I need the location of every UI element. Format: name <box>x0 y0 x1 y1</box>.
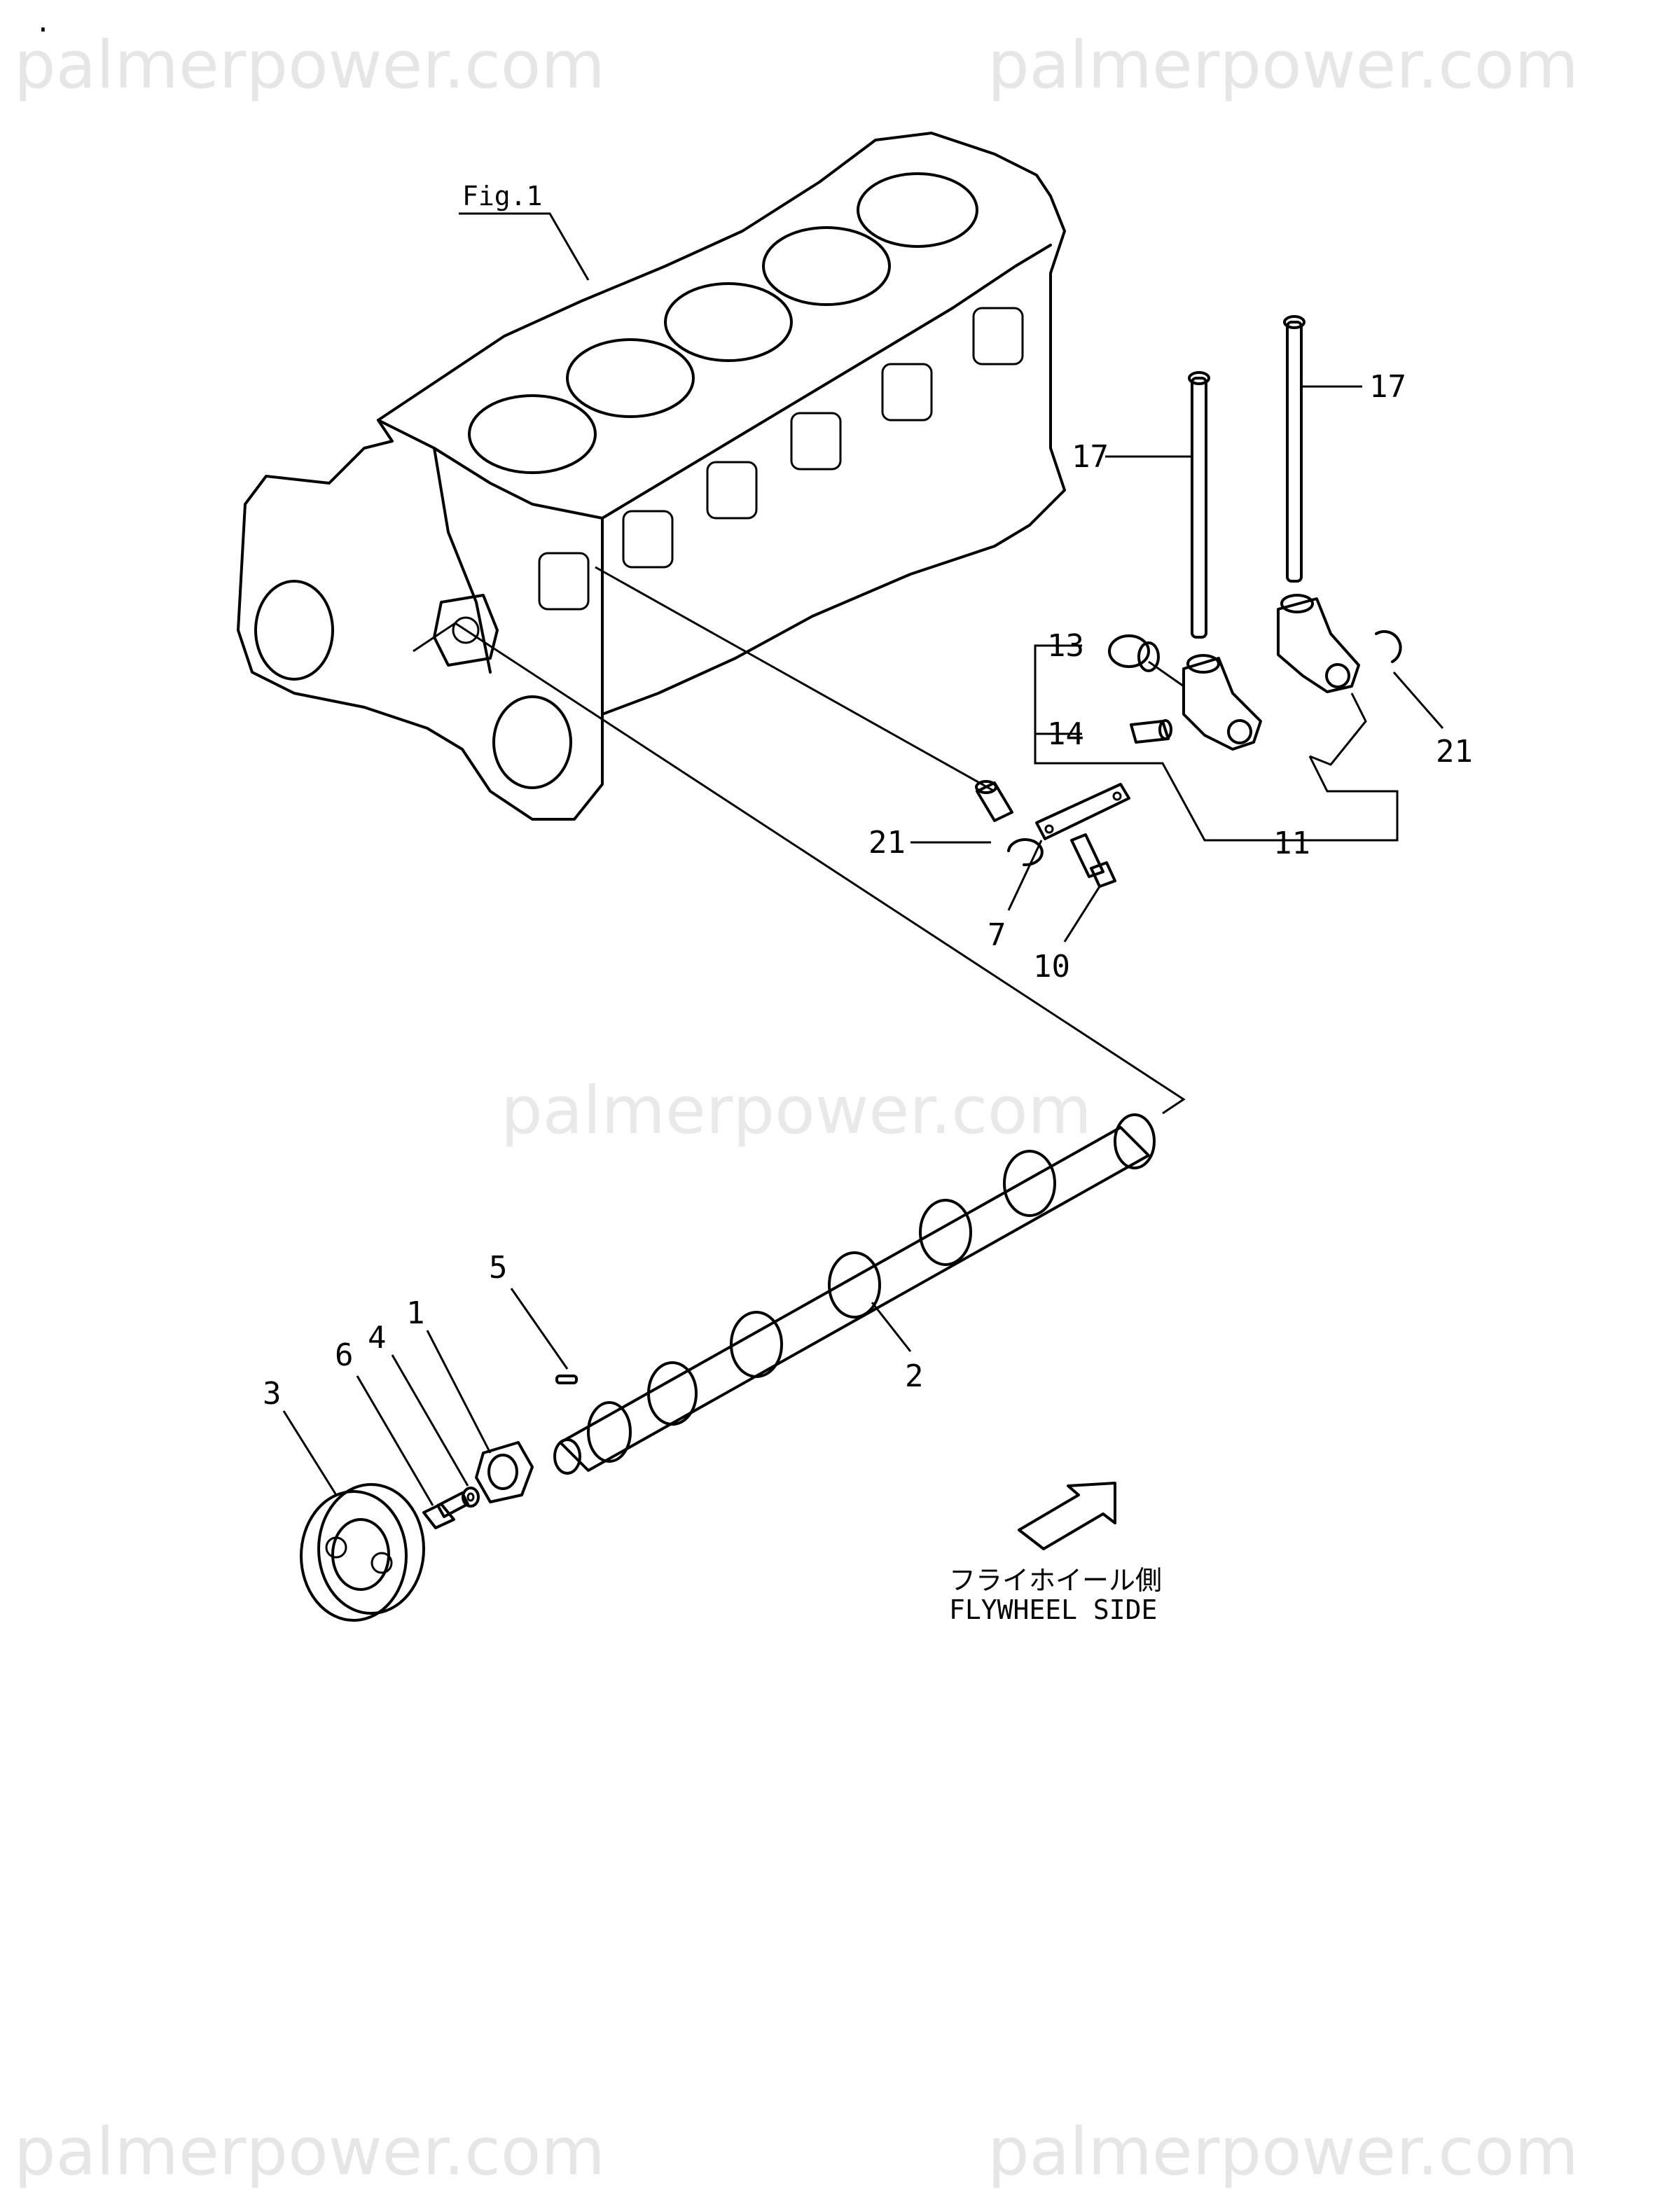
pin-14 <box>1130 719 1172 744</box>
pin-leader <box>595 566 995 793</box>
cam-gear-3 <box>300 1483 425 1622</box>
callout-1: 1 <box>406 1295 425 1331</box>
watermark-top-right: palmerpower.com <box>988 27 1579 104</box>
corner-mark: . <box>35 7 51 38</box>
callout-3: 3 <box>263 1376 282 1412</box>
callout-11: 11 <box>1273 826 1310 861</box>
thrust-plate-1 <box>475 1441 534 1503</box>
bolt-10 <box>1070 833 1116 888</box>
circlip-21-left <box>1007 838 1044 867</box>
watermark-top-left: palmerpower.com <box>14 27 605 104</box>
bracket-11-outline <box>1034 644 1399 842</box>
direction-label-en: FLYWHEEL SIDE <box>949 1594 1157 1625</box>
callout-21a: 21 <box>868 825 906 861</box>
callout-13: 13 <box>1047 628 1084 664</box>
push-rod-left <box>1188 371 1210 639</box>
camshaft-leader <box>413 622 1186 1115</box>
rocker-arm-left <box>1182 654 1262 751</box>
roller-leader <box>1148 660 1184 688</box>
leader-21b <box>1392 672 1444 729</box>
leader-2 <box>871 1302 912 1352</box>
watermark-bottom-left: palmerpower.com <box>14 2114 605 2190</box>
callout-5: 5 <box>489 1250 508 1286</box>
rocker-shaft-7 <box>1035 783 1130 840</box>
leader-10 <box>1063 886 1101 942</box>
callout-21b: 21 <box>1436 734 1473 770</box>
camshaft-2 <box>553 1113 1156 1475</box>
watermark-middle: palmerpower.com <box>501 1073 1092 1149</box>
circlip-21-right <box>1375 629 1402 663</box>
callout-7: 7 <box>988 917 1006 953</box>
callout-6: 6 <box>335 1337 354 1373</box>
leader-7 <box>1007 840 1043 911</box>
leader-4 <box>391 1354 469 1487</box>
callout-17b: 17 <box>1369 369 1406 405</box>
dowel-pin <box>975 780 1013 822</box>
callout-10: 10 <box>1033 949 1070 985</box>
rocker-arm-right <box>1277 594 1360 693</box>
leader-5 <box>510 1288 569 1370</box>
callout-14: 14 <box>1047 716 1084 752</box>
push-rod-right <box>1283 315 1306 583</box>
figure-label: Fig.1 <box>462 181 542 211</box>
figure-label-leader <box>459 212 590 281</box>
callout-4: 4 <box>368 1320 387 1356</box>
watermark-bottom-right: palmerpower.com <box>988 2114 1579 2190</box>
leader-1 <box>426 1330 492 1454</box>
callout-2: 2 <box>905 1358 924 1394</box>
roller-13 <box>1108 634 1160 672</box>
direction-label-jp: フライホイール側 <box>949 1565 1162 1596</box>
leader-3 <box>282 1410 338 1496</box>
cylinder-block <box>237 132 1066 821</box>
bracket-11-branch <box>1309 693 1367 766</box>
callout-17a: 17 <box>1072 439 1109 475</box>
key-5 <box>555 1375 578 1384</box>
bolt-6 <box>422 1491 469 1529</box>
leader-6 <box>356 1375 434 1506</box>
direction-arrow-icon <box>1018 1482 1116 1550</box>
